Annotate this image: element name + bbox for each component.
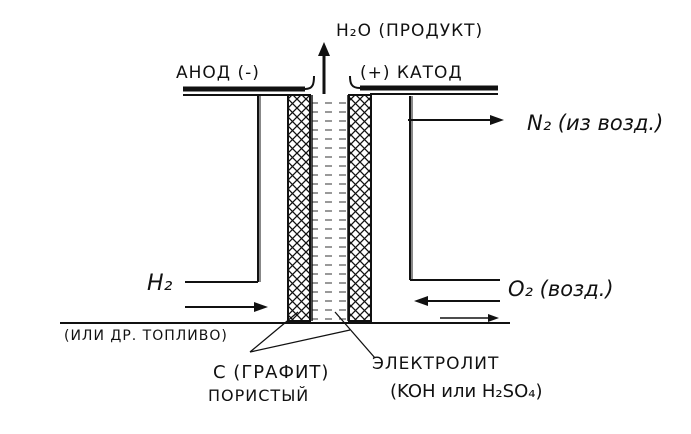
h2-label: H₂ xyxy=(147,271,173,296)
cathode-chamber-outline xyxy=(409,96,500,281)
anode-graphite-electrode xyxy=(287,94,311,322)
anode-hook xyxy=(304,75,315,90)
top-plate xyxy=(183,85,498,96)
o2-in-arrow xyxy=(414,296,500,306)
electrolyte-leader xyxy=(334,311,376,359)
cathode-hook xyxy=(349,75,361,89)
n2-out-arrow xyxy=(408,115,504,125)
anode-label: АНОД (-) xyxy=(176,63,260,83)
product-label: H₂O (ПРОДУКТ) xyxy=(336,21,483,41)
anode-chamber-outline xyxy=(185,96,261,283)
electrolyte-channel xyxy=(311,95,349,321)
graphite-label-line-1: C (ГРАФИТ) xyxy=(213,362,329,383)
graphite-leader-2 xyxy=(249,329,351,353)
cathode-label: (+) КАТОД xyxy=(360,63,463,83)
electrolyte-label-line-1: ЭЛЕКТРОЛИТ xyxy=(372,354,499,374)
o2-label: O₂ (возд.) xyxy=(508,277,614,301)
graphite-label-line-2: ПОРИСТЫЙ xyxy=(208,386,309,405)
exhaust-bottom-arrow xyxy=(440,314,499,322)
water-out-arrow xyxy=(318,42,330,94)
electrolyte-label-line-2: (KOH или H₂SO₄) xyxy=(390,381,542,402)
fuel-note: (ИЛИ ДР. ТОПЛИВО) xyxy=(64,328,228,344)
cathode-graphite-electrode xyxy=(348,94,372,322)
n2-label: N₂ (из возд.) xyxy=(527,111,663,135)
h2-in-arrow xyxy=(185,302,268,312)
graphite-leader-1 xyxy=(249,311,299,353)
